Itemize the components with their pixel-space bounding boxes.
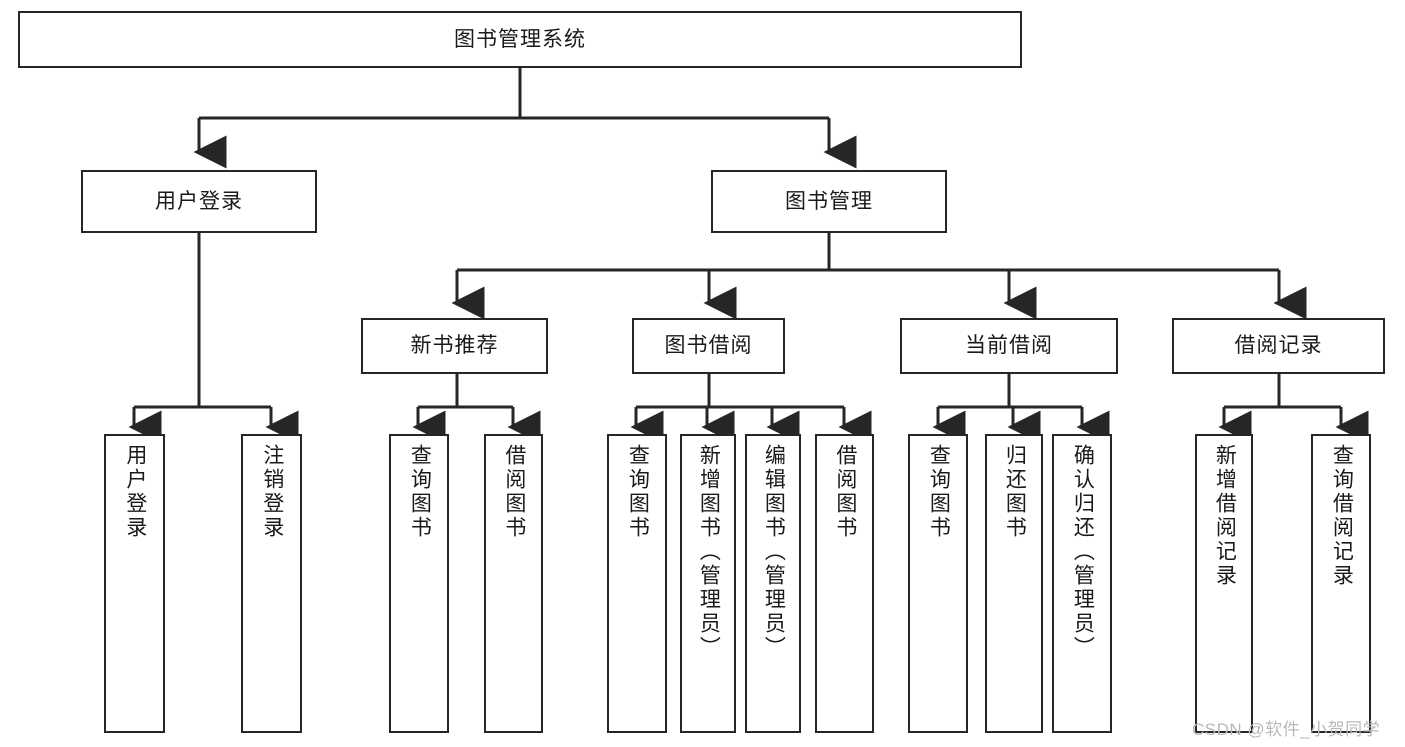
node-book-management[interactable]: 图书管理 [711, 170, 947, 233]
leaf-user-login[interactable]: 用户登录 [104, 434, 165, 733]
node-borrow-record[interactable]: 借阅记录 [1172, 318, 1385, 374]
leaf-return-book[interactable]: 归还图书 [985, 434, 1043, 733]
node-root-system[interactable]: 图书管理系统 [18, 11, 1022, 68]
node-book-borrow[interactable]: 图书借阅 [632, 318, 785, 374]
leaf-edit-book-admin[interactable]: 编辑图书（管理员） [745, 434, 801, 733]
leaf-query-borrow-record[interactable]: 查询借阅记录 [1311, 434, 1371, 733]
watermark-text: CSDN @软件_小贺同学 [1192, 720, 1381, 739]
leaf-add-book-admin[interactable]: 新增图书（管理员） [680, 434, 736, 733]
node-label: 查询图书 [408, 444, 432, 540]
node-label: 图书借阅 [664, 334, 753, 358]
node-label: 借阅记录 [1234, 334, 1323, 358]
node-label: 图书管理 [785, 189, 873, 213]
node-label: 当前借阅 [965, 334, 1053, 358]
node-user-login[interactable]: 用户登录 [81, 170, 317, 233]
node-label: 查询借阅记录 [1330, 444, 1354, 588]
node-new-book-recommend[interactable]: 新书推荐 [361, 318, 548, 374]
node-label: 确认归还（管理员） [1071, 444, 1095, 660]
node-label: 用户登录 [123, 444, 147, 540]
leaf-confirm-return-admin[interactable]: 确认归还（管理员） [1052, 434, 1112, 733]
leaf-borrow-book[interactable]: 借阅图书 [815, 434, 874, 733]
node-label: 新书推荐 [410, 334, 499, 358]
leaf-add-borrow-record[interactable]: 新增借阅记录 [1195, 434, 1253, 733]
leaf-query-book-borrow[interactable]: 查询图书 [607, 434, 667, 733]
node-label: 查询图书 [927, 444, 951, 540]
node-label: 图书管理系统 [454, 27, 586, 51]
node-label: 编辑图书（管理员） [762, 444, 786, 660]
leaf-logout-login[interactable]: 注销登录 [241, 434, 302, 733]
node-label: 借阅图书 [833, 444, 857, 540]
node-current-borrow[interactable]: 当前借阅 [900, 318, 1118, 374]
node-label: 新增借阅记录 [1213, 444, 1237, 588]
node-label: 归还图书 [1003, 444, 1027, 540]
leaf-query-book-current[interactable]: 查询图书 [908, 434, 968, 733]
node-label: 查询图书 [626, 444, 650, 540]
node-label: 用户登录 [155, 189, 243, 213]
node-label: 注销登录 [260, 444, 284, 540]
node-label: 新增图书（管理员） [697, 444, 721, 660]
leaf-borrow-book-rec[interactable]: 借阅图书 [484, 434, 543, 733]
node-label: 借阅图书 [502, 444, 526, 540]
leaf-query-book-rec[interactable]: 查询图书 [389, 434, 449, 733]
